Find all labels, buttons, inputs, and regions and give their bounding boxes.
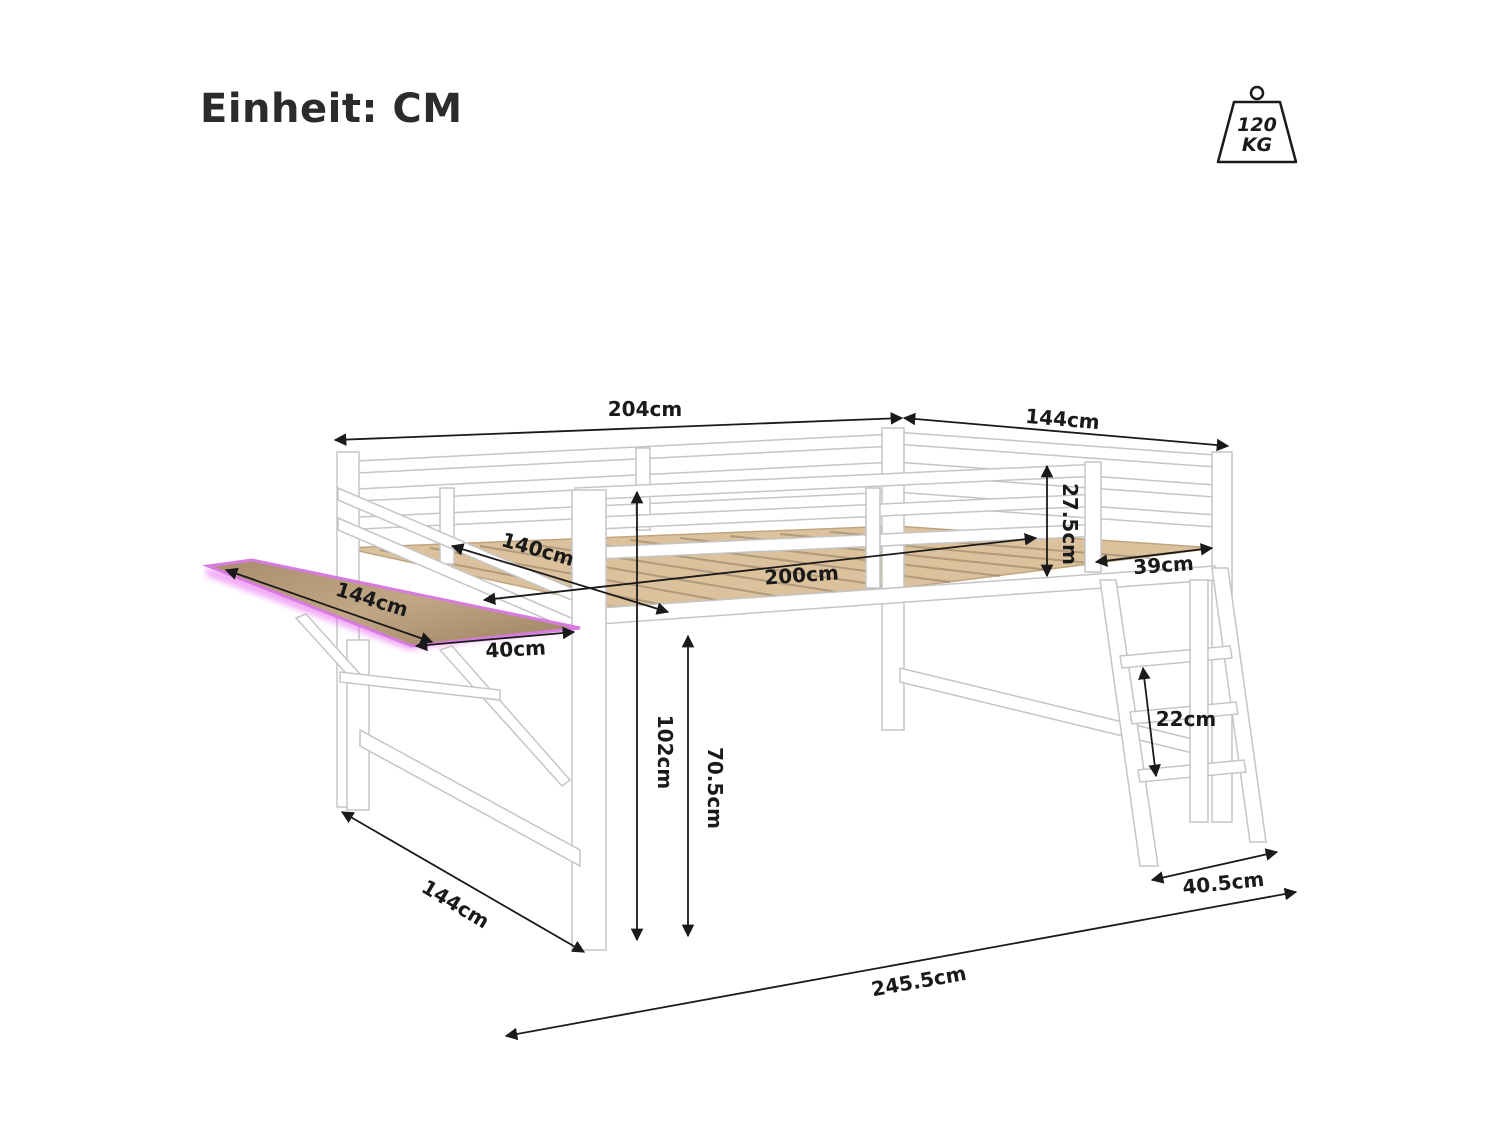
dim-line-bed-length — [333, 412, 904, 446]
dim-clearance-height: 70.5cm — [703, 747, 727, 829]
dim-line-mattress-length — [482, 533, 1038, 605]
weight-capacity-unit: KG — [1241, 134, 1273, 156]
unit-title: Einheit: CM — [200, 86, 463, 132]
dim-ladder-opening: 39cm — [1132, 551, 1194, 579]
dim-line-ladder-opening — [1094, 543, 1214, 567]
dim-ladder-width: 40.5cm — [1181, 867, 1265, 899]
dim-line-total-length — [504, 887, 1298, 1041]
dim-bed-length: 204cm — [608, 397, 682, 421]
dim-line-step-spacing — [1138, 666, 1161, 778]
dimension-lines — [224, 412, 1298, 1041]
dim-line-ladder-width — [1150, 848, 1279, 884]
desk-bracket — [294, 613, 572, 788]
dim-rail-height: 27.5cm — [1058, 483, 1082, 565]
dim-mattress-length: 200cm — [764, 560, 840, 589]
dim-desk-depth: 40cm — [485, 635, 547, 662]
weight-capacity-value: 120 — [1237, 114, 1277, 136]
dim-line-desk-length — [224, 567, 434, 645]
dim-step-spacing: 22cm — [1156, 707, 1217, 731]
dim-side-depth: 144cm — [418, 875, 494, 934]
dim-total-height: 102cm — [653, 715, 677, 789]
dim-line-desk-depth — [414, 626, 576, 652]
dim-line-bed-width — [902, 412, 1230, 452]
weight-icon — [1216, 85, 1298, 164]
